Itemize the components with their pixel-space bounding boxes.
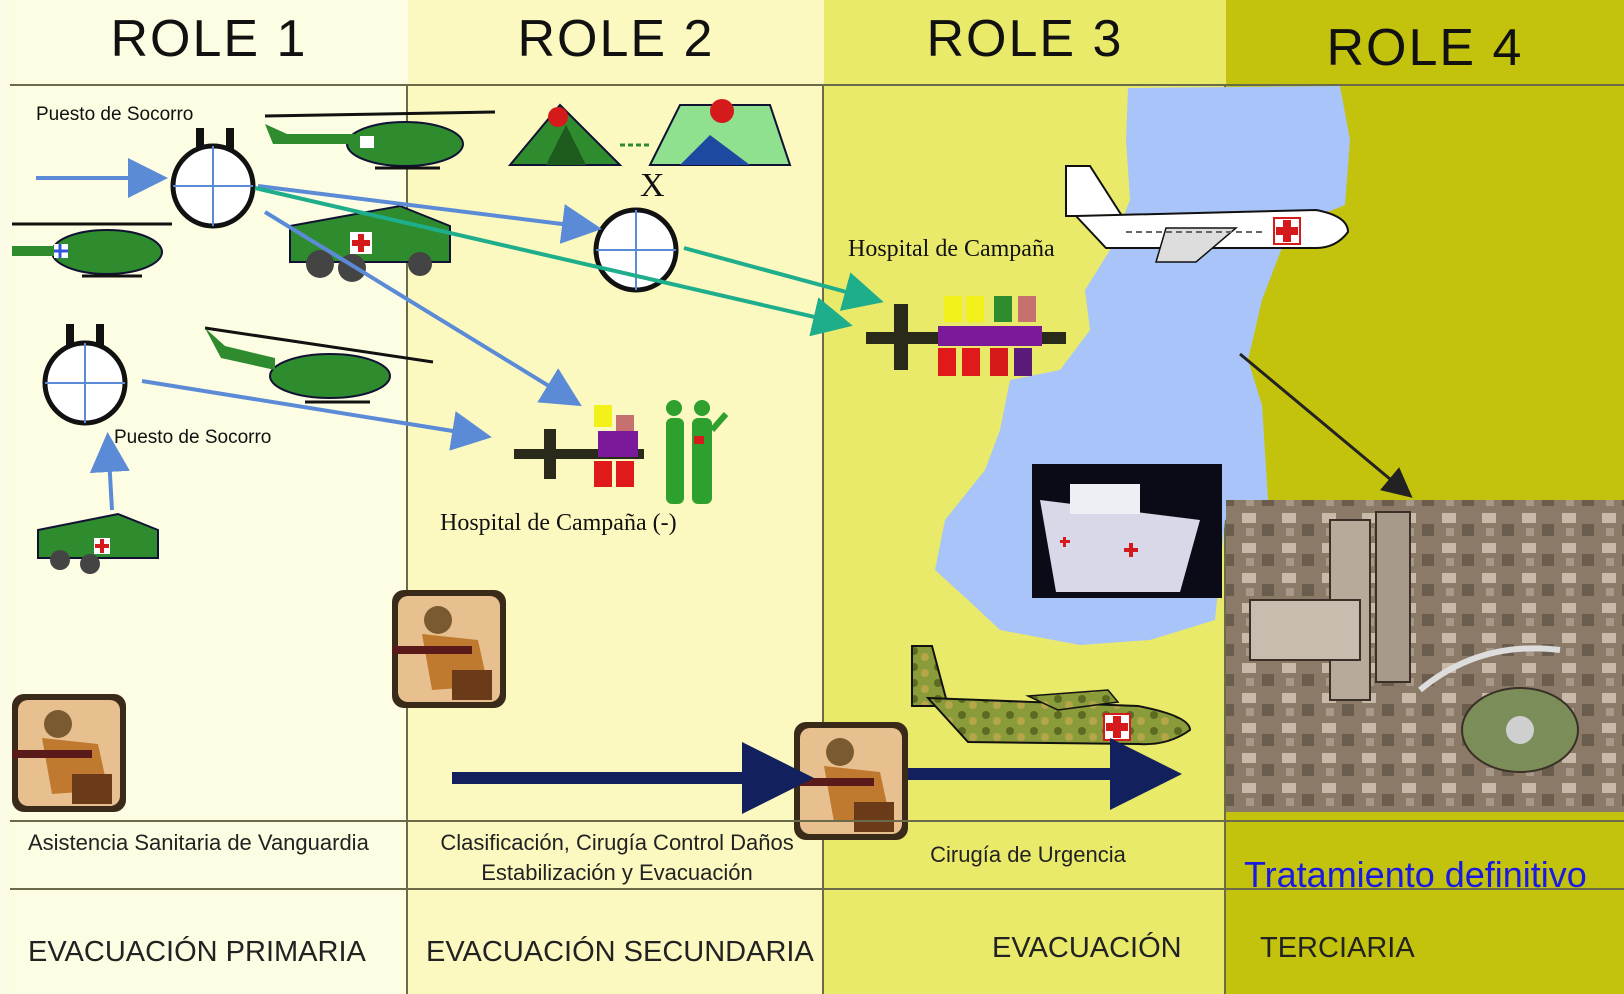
evacuation-arrow-black [1239,352,1413,498]
role-4-description: Tratamiento definitivo [1244,854,1587,895]
role-4-header: ROLE 4 [1226,0,1624,86]
helicopter-icon [264,110,496,170]
role-1-description: Asistencia Sanitaria de Vanguardia [28,830,369,855]
field-tent-icon [507,99,792,166]
role-3-description: Cirugía de Urgencia [930,842,1126,867]
helicopter-icon [204,326,434,404]
role-2-description: Clasificación, Cirugía Control Daños Est… [440,830,794,885]
aid-station-label-1: Puesto de Socorro [36,104,194,125]
field-hospital-icon [514,405,644,487]
helicopter-icon [12,222,172,278]
field-hospital-reduced-label: Hospital de Campaña (-) [440,510,677,536]
soldier-icon [392,590,506,708]
hospital-ship-image [1032,464,1222,598]
aid-station-icon-3 [593,207,679,293]
ambulance-icon [289,204,451,282]
soldier-icon [12,694,126,812]
role-1-header: ROLE 1 [10,0,408,86]
evacuation-tertiary: TERCIARIA [1260,932,1415,964]
role-2-header: ROLE 2 [408,0,824,86]
field-hospital-label: Hospital de Campaña [848,236,1055,262]
description-band-top [10,820,1624,822]
evacuation-label: EVACUACIÓN [992,932,1182,964]
airliner-icon [1065,165,1350,263]
field-hospital-icon [866,296,1066,376]
soldier-icon [794,722,908,840]
surgeons-icon [666,400,729,504]
hospital-city-image [1226,500,1624,812]
ambulance-icon [37,512,159,574]
transport-plane-icon [911,645,1192,746]
evacuation-primary: EVACUACIÓN PRIMARIA [28,936,366,968]
aid-station-icon-2 [42,324,128,426]
evacuation-band-top [10,888,1624,890]
aid-station-label-2: Puesto de Socorro [114,427,272,448]
aid-station-icon-1 [170,128,256,229]
role-3-header: ROLE 3 [824,0,1226,86]
evacuation-secondary: EVACUACIÓN SECUNDARIA [426,936,814,968]
evacuation-arrows-teal [254,186,884,337]
evacuation-arrows-blue [36,158,602,511]
tent-marker-x: X [640,167,665,204]
evacuation-arrows-navy [452,738,1182,814]
